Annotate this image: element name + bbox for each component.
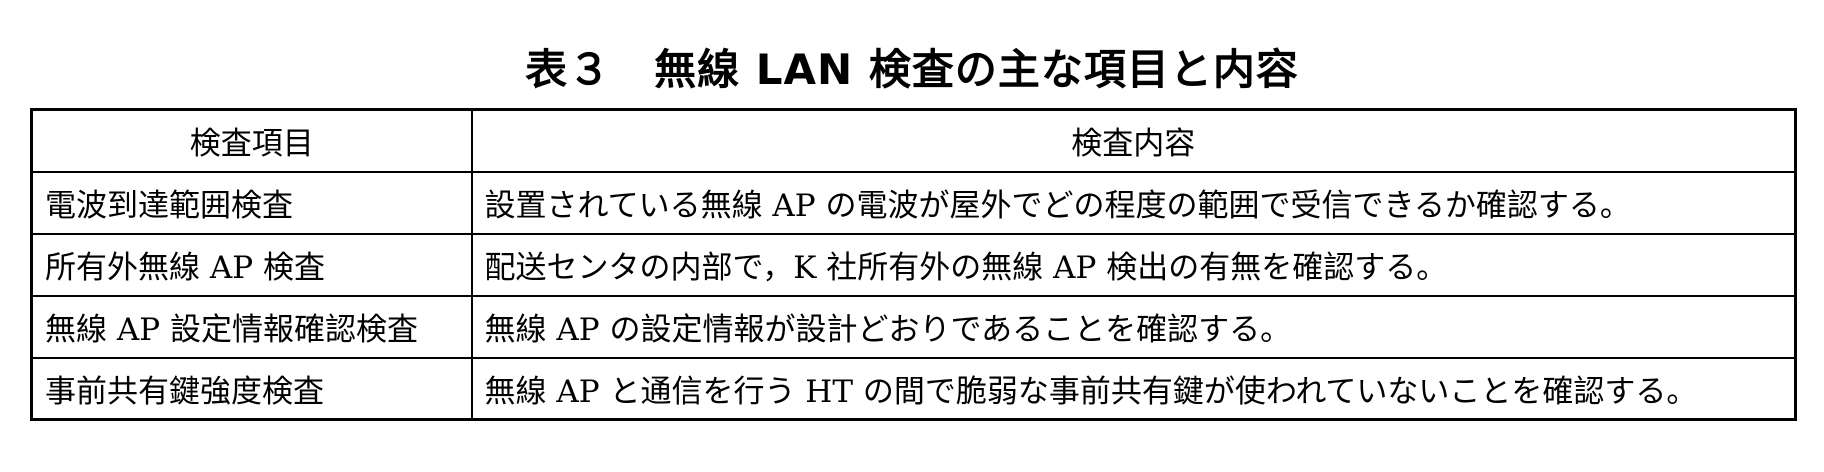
inspection-item-cell: 所有外無線 AP 検査 bbox=[30, 232, 473, 297]
inspection-table: 検査項目 検査内容 電波到達範囲検査 設置されている無線 AP の電波が屋外でど… bbox=[30, 108, 1797, 421]
inspection-item-cell: 事前共有鍵強度検査 bbox=[30, 356, 473, 421]
inspection-content-cell: 配送センタの内部で，K 社所有外の無線 AP 検出の有無を確認する。 bbox=[470, 232, 1797, 297]
inspection-content-cell: 設置されている無線 AP の電波が屋外でどの程度の範囲で受信できるか確認する。 bbox=[470, 170, 1797, 235]
inspection-item-cell: 無線 AP 設定情報確認検査 bbox=[30, 294, 473, 359]
table-title: 表３ 無線 LAN 検査の主な項目と内容 bbox=[525, 45, 1299, 94]
inspection-item-cell: 電波到達範囲検査 bbox=[30, 170, 473, 235]
table-row: 電波到達範囲検査 設置されている無線 AP の電波が屋外でどの程度の範囲で受信で… bbox=[30, 170, 1797, 235]
inspection-content-cell: 無線 AP の設定情報が設計どおりであることを確認する。 bbox=[470, 294, 1797, 359]
inspection-content-cell: 無線 AP と通信を行う HT の間で脆弱な事前共有鍵が使われていないことを確認… bbox=[470, 356, 1797, 421]
table-header-row: 検査項目 検査内容 bbox=[30, 108, 1797, 173]
header-inspection-content: 検査内容 bbox=[470, 108, 1797, 173]
table-row: 事前共有鍵強度検査 無線 AP と通信を行う HT の間で脆弱な事前共有鍵が使わ… bbox=[30, 356, 1797, 421]
table-row: 無線 AP 設定情報確認検査 無線 AP の設定情報が設計どおりであることを確認… bbox=[30, 294, 1797, 359]
table-row: 所有外無線 AP 検査 配送センタの内部で，K 社所有外の無線 AP 検出の有無… bbox=[30, 232, 1797, 297]
header-inspection-item: 検査項目 bbox=[30, 108, 473, 173]
